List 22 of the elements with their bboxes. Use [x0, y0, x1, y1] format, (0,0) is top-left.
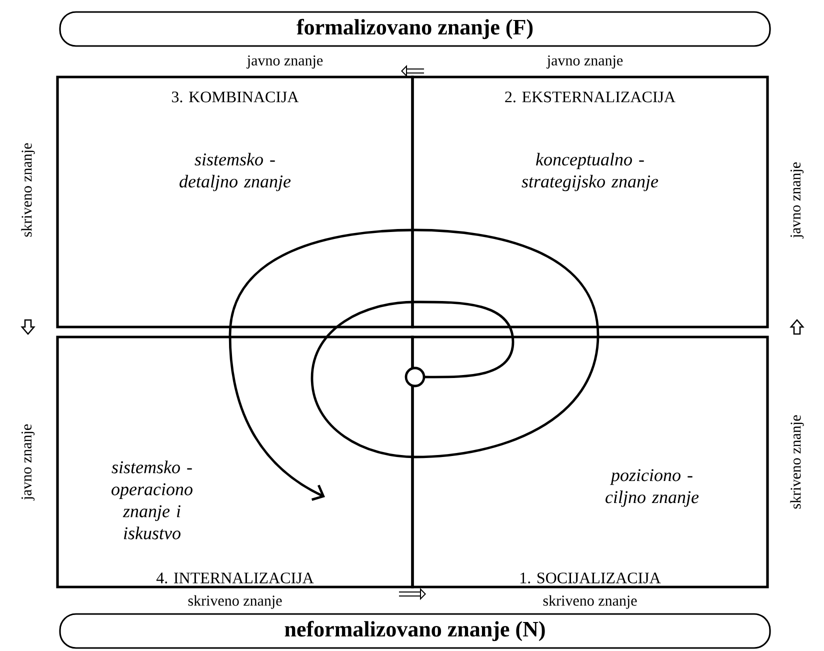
- quadrant-title: 4. INTERNALIZACIJA: [156, 572, 314, 584]
- quadrant-box: [56, 76, 414, 328]
- quadrant-box: [411, 336, 769, 588]
- band-box: formalizovano znanje (F): [59, 11, 771, 47]
- quadrant-title: 1. SOCIJALIZACIJA: [520, 572, 661, 584]
- side-label: skriveno znanje: [188, 595, 282, 609]
- quadrant-title: 2. EKSTERNALIZACIJA: [505, 92, 676, 102]
- quadrant-box: [411, 76, 769, 328]
- quadrant-text: sistemsko - operaciono znanje i iskustvo: [112, 460, 192, 540]
- side-label: skriveno znanje: [543, 595, 637, 609]
- side-label: javno znanje: [790, 162, 804, 239]
- quadrant-title: 3. KOMBINACIJA: [172, 92, 299, 102]
- quadrant-text: sistemsko - detaljno znanje: [180, 152, 291, 192]
- side-label: javno znanje: [546, 55, 623, 69]
- quadrant-text: poziciono - ciljno znanje: [606, 469, 699, 507]
- quadrant-text: konceptualno - strategijsko znanje: [522, 152, 658, 192]
- quadrant-box: [56, 336, 414, 588]
- side-label: skriveno znanje: [21, 143, 35, 237]
- side-label: javno znanje: [246, 55, 323, 69]
- side-label: skriveno znanje: [790, 415, 804, 509]
- band-box: neformalizovano znanje (N): [59, 613, 771, 649]
- side-label: javno znanje: [21, 424, 35, 501]
